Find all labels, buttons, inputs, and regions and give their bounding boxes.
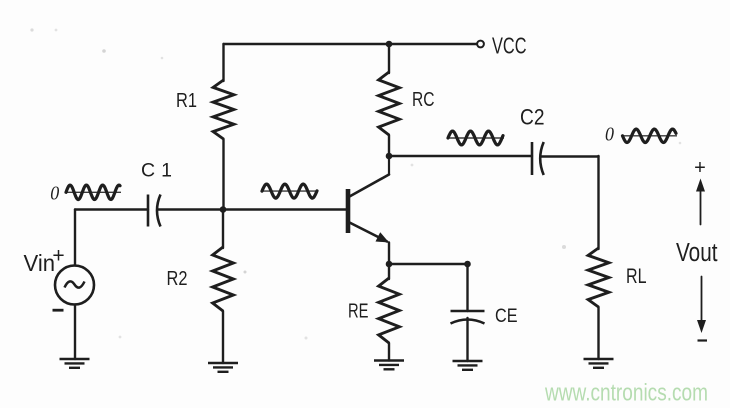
svg-text:R2: R2 [167, 267, 188, 290]
svg-text:+: + [52, 245, 64, 268]
svg-text:R1: R1 [176, 89, 197, 112]
svg-text:+: + [694, 157, 706, 179]
svg-text:RE: RE [348, 300, 369, 322]
svg-text:www.cntronics.com: www.cntronics.com [544, 380, 708, 407]
svg-text:0: 0 [605, 124, 614, 146]
svg-text:Vout: Vout [676, 239, 718, 267]
svg-text:C2: C2 [520, 105, 545, 130]
svg-text:Vin: Vin [24, 250, 56, 276]
svg-text:CE: CE [495, 305, 518, 327]
svg-text:RL: RL [626, 265, 647, 288]
svg-text:RC: RC [412, 88, 435, 111]
svg-text:0: 0 [50, 183, 59, 205]
svg-text:VCC: VCC [492, 33, 527, 59]
